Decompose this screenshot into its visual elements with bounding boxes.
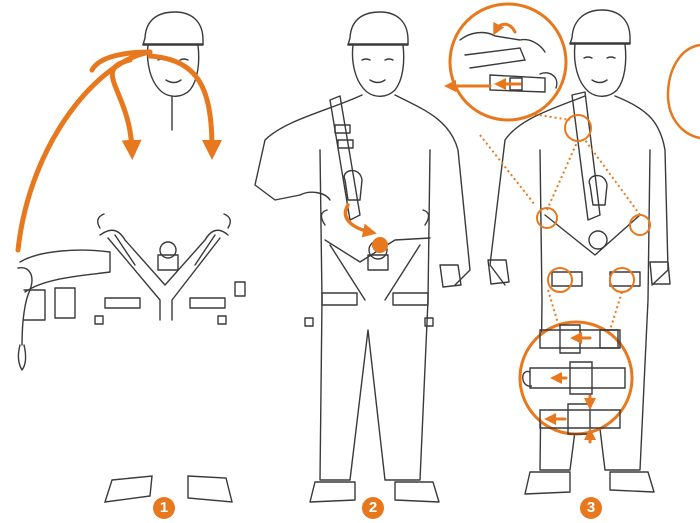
carabiner-icon xyxy=(343,169,363,201)
panel-step-2 xyxy=(254,11,471,503)
arrow-icon-group-2 xyxy=(343,203,388,253)
arrow-icon xyxy=(109,57,142,160)
hand-holding-harness xyxy=(17,249,111,371)
callout-edge xyxy=(666,43,700,140)
buckle-highlight xyxy=(547,267,573,293)
feet-3 xyxy=(524,471,655,495)
feet-1 xyxy=(103,475,233,503)
buckle-icon xyxy=(569,361,593,395)
step-number-badge-1: 1 xyxy=(153,497,175,519)
step-number-badge-3: 3 xyxy=(580,497,602,519)
buckle-highlights-3 xyxy=(479,111,651,331)
carabiner-icon xyxy=(588,174,608,206)
arrow-icon xyxy=(147,53,222,160)
buckle-highlight xyxy=(629,214,651,236)
harness-worn-3 xyxy=(544,91,641,287)
harness-worn-2 xyxy=(304,95,434,327)
person-body-2 xyxy=(254,94,471,481)
person-head-3 xyxy=(569,9,631,97)
arrow-icon-group-1 xyxy=(15,49,222,253)
feet-2 xyxy=(309,481,440,503)
harness-laid-out xyxy=(94,213,246,325)
panel-step-1 xyxy=(17,11,246,371)
step-number-badge-2: 2 xyxy=(362,497,384,519)
person-head-1 xyxy=(142,11,204,131)
buckle-icon xyxy=(559,324,581,354)
person-head-2 xyxy=(347,11,409,97)
magnifier-callout-icon xyxy=(444,2,568,122)
arrow-icon xyxy=(343,203,377,238)
buckle-callout xyxy=(518,320,634,444)
buckle-highlight xyxy=(536,207,558,229)
